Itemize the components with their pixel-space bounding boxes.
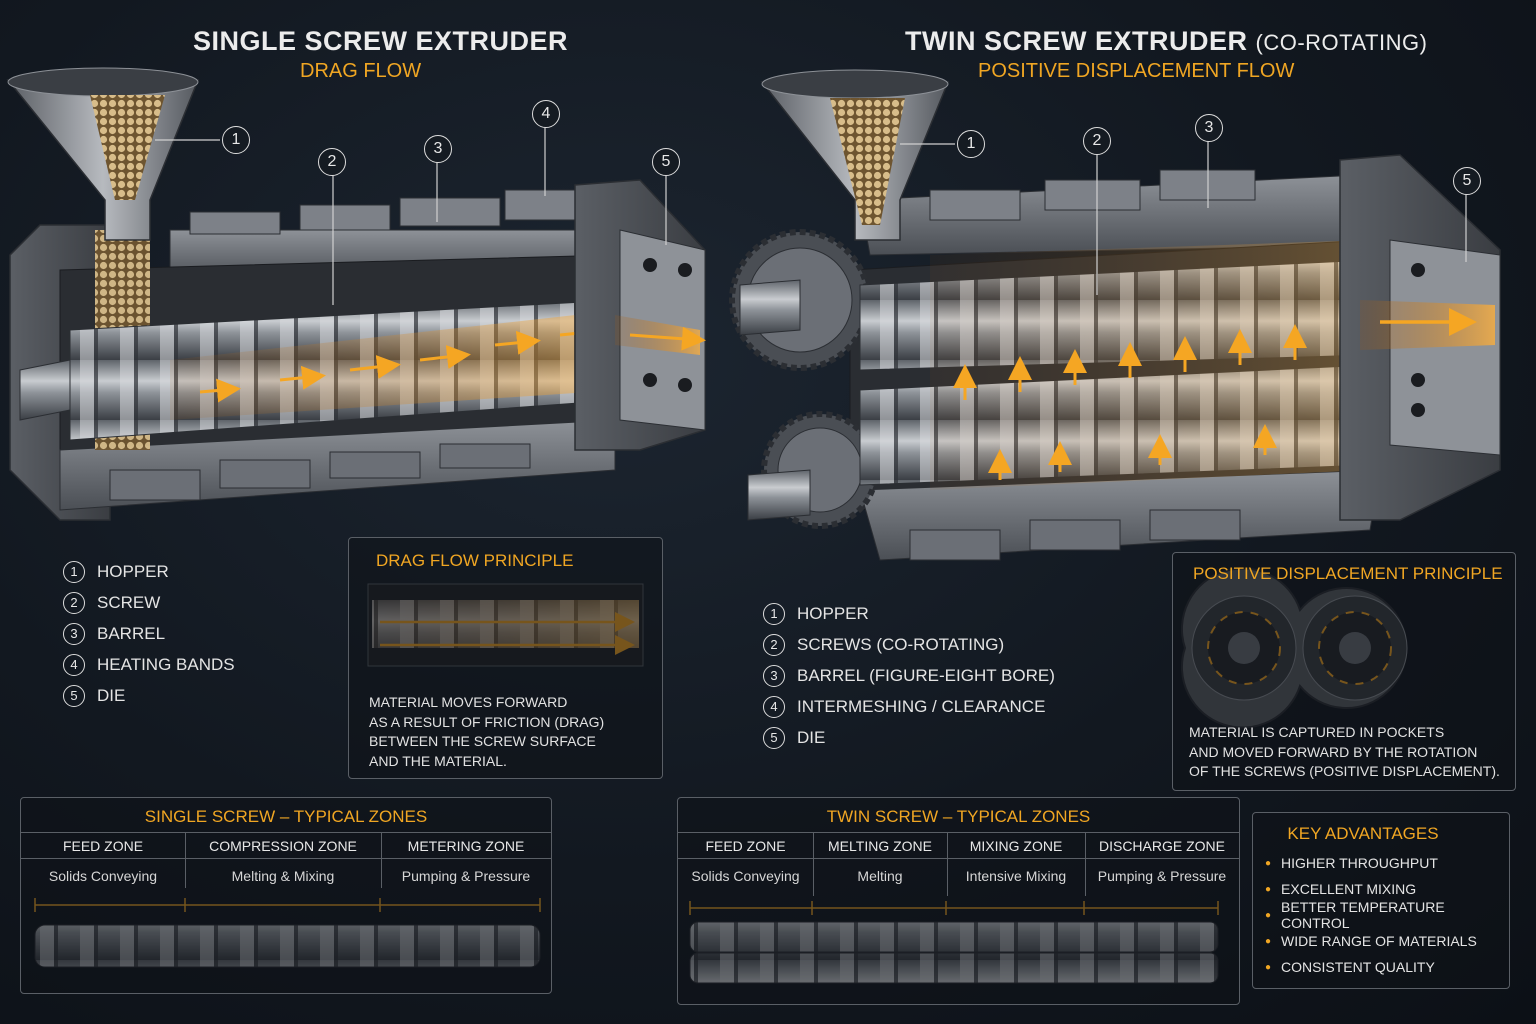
legend-item: 2 SCREWS (CO-ROTATING) — [763, 629, 1055, 660]
zone-desc: Melting & Mixing — [231, 868, 335, 884]
drag-flow-principle-text: MATERIAL MOVES FORWARD AS A RESULT OF FR… — [369, 693, 604, 771]
single-title: SINGLE SCREW EXTRUDER — [193, 26, 569, 56]
list-item: ● WIDE RANGE OF MATERIALS — [1265, 928, 1509, 954]
legend-number: 1 — [763, 602, 785, 625]
desc-line: OF THE SCREWS (POSITIVE DISPLACEMENT). — [1189, 763, 1500, 779]
single-extruder-illustration — [6, 67, 706, 521]
drag-flow-principle-title: DRAG FLOW PRINCIPLE — [376, 551, 574, 570]
zone-header: FEED ZONE — [62, 838, 144, 854]
legend-number: 3 — [63, 622, 85, 645]
single-callout-4: 4 — [532, 100, 560, 128]
zone-desc: Solids Conveying — [48, 868, 158, 884]
positive-displacement-title: POSITIVE DISPLACEMENT PRINCIPLE — [1193, 564, 1503, 583]
leader-lines — [155, 126, 1467, 305]
legend-label: HOPPER — [797, 603, 869, 623]
twin-callout-3: 3 — [1195, 114, 1223, 142]
advantage-label: BETTER TEMPERATURE CONTROL — [1281, 899, 1445, 931]
zone-header: FEED ZONE — [705, 838, 786, 854]
bullet-icon: ● — [1265, 857, 1272, 869]
legend-number: 3 — [763, 664, 785, 687]
legend-item: 1 HOPPER — [763, 598, 1055, 629]
advantage-label: HIGHER THROUGHPUT — [1281, 855, 1438, 871]
advantage-label: WIDE RANGE OF MATERIALS — [1281, 933, 1477, 949]
legend-item: 1 HOPPER — [63, 556, 235, 587]
bullet-icon: ● — [1265, 935, 1272, 947]
legend-label: HEATING BANDS — [97, 654, 235, 674]
positive-displacement-principle-box: POSITIVE DISPLACEMENT PRINCIPLE MATERIAL… — [1172, 552, 1516, 791]
legend-label: DIE — [797, 727, 826, 747]
legend-item: 3 BARREL — [63, 618, 235, 649]
twin-extruder-illustration — [729, 69, 1501, 561]
drag-flow-principle-box: DRAG FLOW PRINCIPLE MATERIAL MOVES FORWA… — [348, 537, 663, 779]
legend-number: 2 — [63, 591, 85, 614]
list-item: ● EXCELLENT MIXING — [1265, 876, 1509, 902]
single-zones-title: SINGLE SCREW – TYPICAL ZONES — [144, 807, 428, 826]
legend-item: 4 HEATING BANDS — [63, 649, 235, 680]
single-zones-table: SINGLE SCREW – TYPICAL ZONES FEED ZONE C… — [20, 797, 552, 994]
desc-line: BETWEEN THE SCREW SURFACE — [369, 733, 596, 749]
desc-line: AND THE MATERIAL. — [369, 752, 507, 769]
key-advantages-box: KEY ADVANTAGES ● HIGHER THROUGHPUT ● EXCEL… — [1252, 812, 1510, 989]
single-callout-3: 3 — [424, 135, 452, 163]
key-advantages-list: ● HIGHER THROUGHPUT ● EXCELLENT MIXING ● BE… — [1265, 850, 1509, 980]
twin-title-suffix: (CO-ROTATING) — [1255, 30, 1428, 55]
legend-item: 3 BARREL (FIGURE-EIGHT BORE) — [763, 660, 1055, 691]
bullet-icon: ● — [1265, 909, 1272, 921]
legend-label: INTERMESHING / CLEARANCE — [797, 696, 1046, 716]
twin-callout-5: 5 — [1453, 167, 1481, 195]
legend-number: 5 — [763, 726, 785, 749]
legend-number: 2 — [763, 633, 785, 656]
twin-subtitle: POSITIVE DISPLACEMENT FLOW — [978, 60, 1295, 82]
list-item: ● HIGHER THROUGHPUT — [1265, 850, 1509, 876]
desc-line: AND MOVED FORWARD BY THE ROTATION — [1189, 743, 1478, 760]
key-advantages-title: KEY ADVANTAGES — [1287, 824, 1439, 843]
legend-item: 4 INTERMESHING / CLEARANCE — [763, 691, 1055, 722]
legend-label: HOPPER — [97, 561, 169, 581]
twin-callout-1: 1 — [957, 130, 985, 158]
legend-label: SCREW — [97, 592, 161, 612]
zone-header: COMPRESSION ZONE — [209, 838, 357, 854]
twin-zones-table: TWIN SCREW – TYPICAL ZONES FEED ZONE MEL… — [677, 797, 1240, 1005]
list-item: ● CONSISTENT QUALITY — [1265, 954, 1509, 980]
desc-line: MATERIAL MOVES FORWARD — [369, 694, 568, 710]
legend-number: 4 — [63, 653, 85, 676]
single-callout-2: 2 — [318, 148, 346, 176]
legend-number: 5 — [63, 684, 85, 707]
zone-header: DISCHARGE ZONE — [1098, 838, 1225, 854]
single-subtitle: DRAG FLOW — [300, 60, 422, 82]
zone-desc: Intensive Mixing — [965, 868, 1067, 884]
positive-displacement-text: MATERIAL IS CAPTURED IN POCKETS AND MOVE… — [1189, 723, 1500, 782]
legend-label: DIE — [97, 685, 126, 705]
twin-title: TWIN SCREW EXTRUDER (CO-ROTATING) — [905, 26, 1427, 57]
zone-header: MELTING ZONE — [828, 838, 932, 854]
advantage-label: EXCELLENT MIXING — [1281, 881, 1417, 897]
twin-legend: 1 HOPPER 2 SCREWS (CO-ROTATING) 3 BARREL (F… — [763, 598, 1055, 753]
advantage-label: CONSISTENT QUALITY — [1281, 959, 1435, 975]
legend-item: 2 SCREW — [63, 587, 235, 618]
zone-header: MIXING ZONE — [969, 838, 1063, 854]
legend-label: SCREWS (CO-ROTATING) — [797, 634, 1005, 654]
zone-desc: Pumping & Pressure — [1097, 868, 1227, 884]
single-callout-5: 5 — [652, 148, 680, 176]
single-callout-1: 1 — [222, 126, 250, 154]
legend-item: 5 DIE — [763, 722, 1055, 753]
twin-title-main: TWIN SCREW EXTRUDER — [905, 26, 1248, 56]
zone-header: METERING ZONE — [407, 838, 525, 854]
legend-item: 5 DIE — [63, 680, 235, 711]
legend-number: 1 — [63, 560, 85, 583]
zone-desc: Melting — [857, 868, 903, 884]
bullet-icon: ● — [1265, 961, 1272, 973]
zone-desc: Pumping & Pressure — [401, 868, 531, 884]
legend-label: BARREL (FIGURE-EIGHT BORE) — [797, 665, 1055, 685]
twin-callout-2: 2 — [1083, 127, 1111, 155]
list-item: ● BETTER TEMPERATURE CONTROL — [1265, 899, 1509, 931]
legend-label: BARREL — [97, 623, 166, 643]
bullet-icon: ● — [1265, 883, 1272, 895]
legend-number: 4 — [763, 695, 785, 718]
desc-line: MATERIAL IS CAPTURED IN POCKETS — [1189, 724, 1445, 740]
twin-zones-title: TWIN SCREW – TYPICAL ZONES — [826, 807, 1091, 826]
zone-desc: Solids Conveying — [691, 868, 800, 884]
desc-line: AS A RESULT OF FRICTION (DRAG) — [369, 713, 605, 730]
